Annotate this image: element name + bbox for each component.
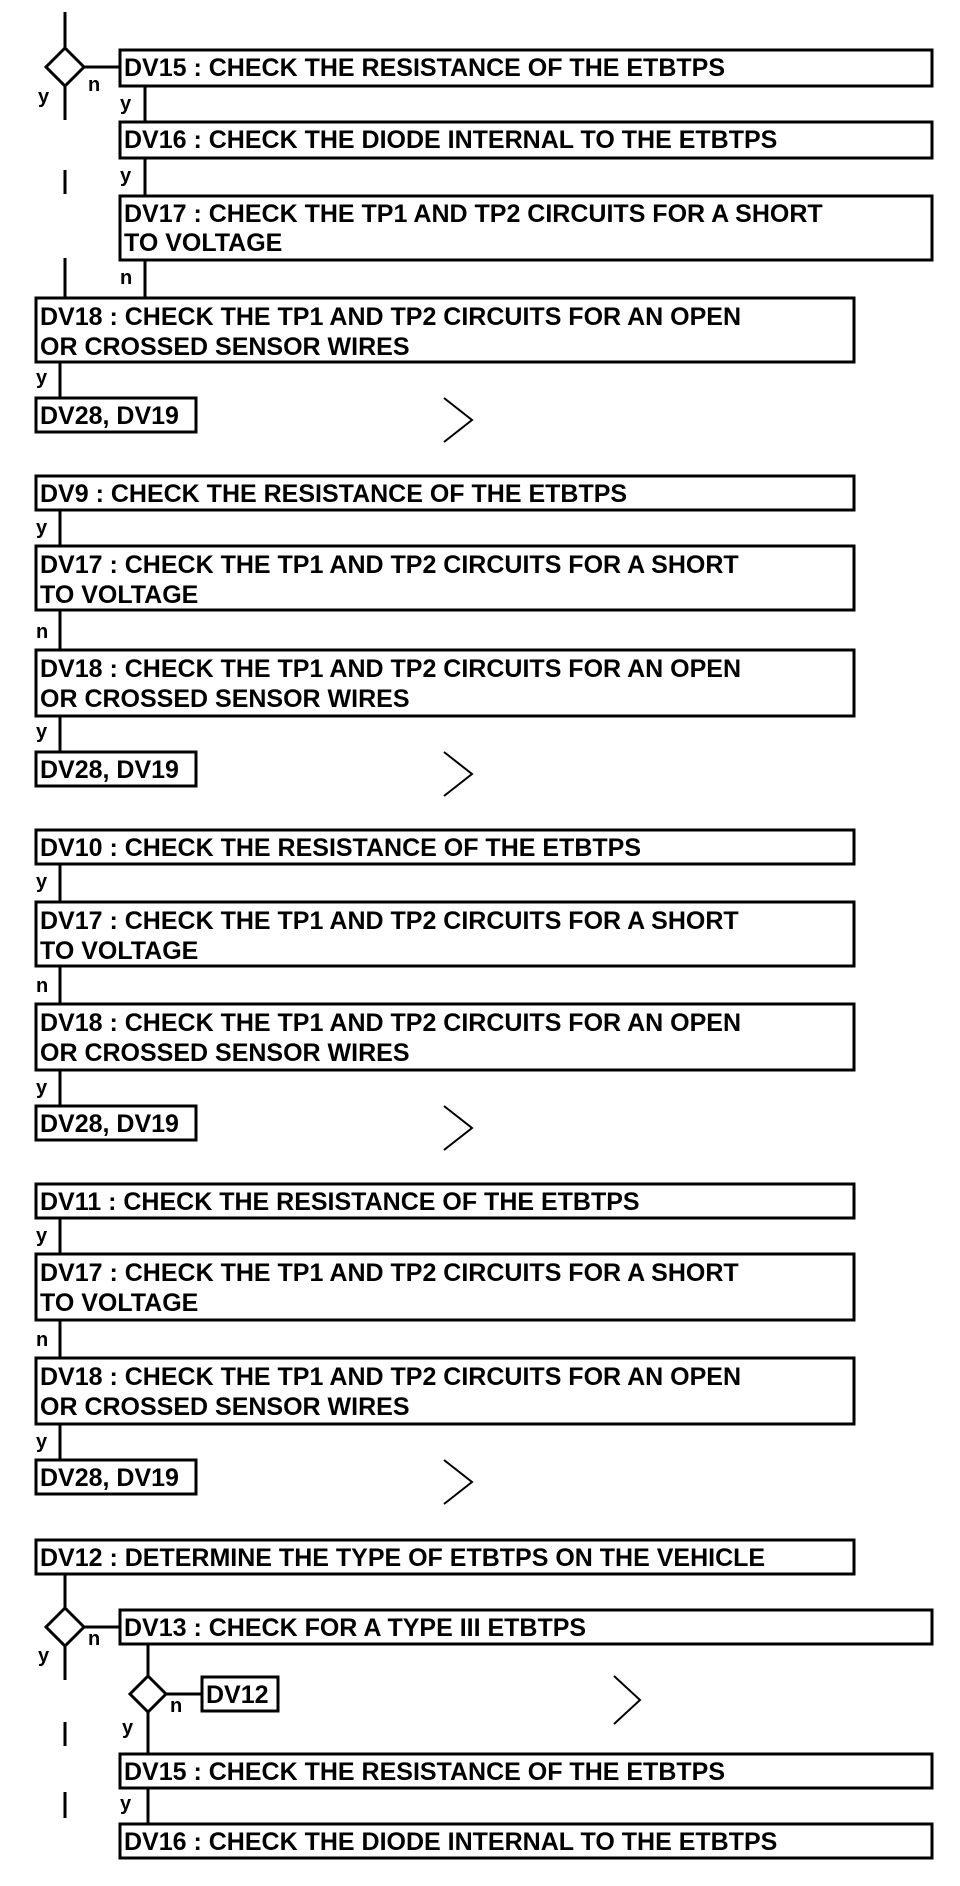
yes-label: y bbox=[36, 1225, 48, 1247]
step-label-dv17-line1: DV17 : CHECK THE TP1 AND TP2 CIRCUITS FO… bbox=[40, 1259, 739, 1287]
step-box-dv16 bbox=[118, 1822, 934, 1860]
step-label-dv17-line1: DV17 : CHECK THE TP1 AND TP2 CIRCUITS FO… bbox=[40, 551, 739, 579]
chevron-right-icon bbox=[443, 751, 474, 797]
end-box bbox=[34, 1104, 198, 1142]
block-2: DV9 : CHECK THE RESISTANCE OF THE ETBTPS… bbox=[34, 474, 856, 797]
step-box-dv10 bbox=[34, 828, 856, 866]
step-label-dv18-line1: DV18 : CHECK THE TP1 AND TP2 CIRCUITS FO… bbox=[40, 655, 741, 683]
no-label: n bbox=[170, 1695, 182, 1717]
step-box-dv11 bbox=[34, 1182, 856, 1220]
yes-label: y bbox=[36, 517, 48, 539]
no-label: n bbox=[36, 1329, 48, 1351]
end-box bbox=[34, 396, 198, 434]
step-box-dv18 bbox=[34, 1356, 856, 1426]
step-label-dv12: DV12 : DETERMINE THE TYPE OF ETBTPS ON T… bbox=[40, 1544, 765, 1572]
step-box-dv15 bbox=[118, 48, 934, 88]
step-box-dv18 bbox=[34, 1002, 856, 1072]
block-1: n y DV15 : CHECK THE RESISTANCE OF THE E… bbox=[34, 12, 934, 443]
step-label-dv18-line1: DV18 : CHECK THE TP1 AND TP2 CIRCUITS FO… bbox=[40, 303, 741, 331]
step-label-dv18-line1: DV18 : CHECK THE TP1 AND TP2 CIRCUITS FO… bbox=[40, 1009, 741, 1037]
end-label: DV28, DV19 bbox=[40, 1464, 179, 1492]
step-label-dv17-line2: TO VOLTAGE bbox=[40, 581, 198, 609]
step-box-dv16 bbox=[118, 120, 934, 160]
yes-label: y bbox=[120, 93, 132, 115]
decision-diamond bbox=[43, 1605, 87, 1649]
yes-label: y bbox=[38, 1645, 50, 1667]
no-label: n bbox=[120, 267, 132, 289]
step-label-dv11: DV11 : CHECK THE RESISTANCE OF THE ETBTP… bbox=[40, 1188, 640, 1216]
step-box-dv17 bbox=[34, 544, 856, 612]
step-label-dv9: DV9 : CHECK THE RESISTANCE OF THE ETBTPS bbox=[40, 480, 627, 508]
no-label: n bbox=[36, 621, 48, 643]
step-label-dv16: DV16 : CHECK THE DIODE INTERNAL TO THE E… bbox=[124, 1828, 777, 1856]
yes-label: y bbox=[36, 1431, 48, 1453]
block-5: DV12 : DETERMINE THE TYPE OF ETBTPS ON T… bbox=[34, 1538, 934, 1860]
yes-label: y bbox=[36, 1077, 48, 1099]
ref-label-dv12: DV12 bbox=[206, 1681, 269, 1709]
yes-label: y bbox=[38, 86, 50, 108]
step-label-dv17-line1: DV17 : CHECK THE TP1 AND TP2 CIRCUITS FO… bbox=[124, 200, 823, 228]
chevron-right-icon bbox=[443, 397, 474, 443]
no-label: n bbox=[88, 1628, 100, 1650]
step-label-dv15: DV15 : CHECK THE RESISTANCE OF THE ETBTP… bbox=[124, 54, 725, 82]
step-box-dv13 bbox=[118, 1608, 934, 1646]
step-label-dv15: DV15 : CHECK THE RESISTANCE OF THE ETBTP… bbox=[124, 1758, 725, 1786]
yes-label: y bbox=[36, 721, 48, 743]
step-box-dv17 bbox=[118, 194, 934, 262]
yes-label: y bbox=[122, 1717, 134, 1739]
step-box-dv12 bbox=[34, 1538, 856, 1576]
step-box-dv18 bbox=[34, 648, 856, 718]
decision-diamond bbox=[43, 45, 87, 89]
step-label-dv18-line2: OR CROSSED SENSOR WIRES bbox=[40, 1393, 410, 1421]
no-label: n bbox=[88, 74, 100, 96]
step-box-dv9 bbox=[34, 474, 856, 512]
yes-label: y bbox=[120, 1793, 132, 1815]
block-4: DV11 : CHECK THE RESISTANCE OF THE ETBTP… bbox=[34, 1182, 856, 1505]
step-label-dv17-line2: TO VOLTAGE bbox=[40, 937, 198, 965]
chevron-right-icon bbox=[443, 1105, 474, 1151]
step-label-dv18-line2: OR CROSSED SENSOR WIRES bbox=[40, 685, 410, 713]
yes-label: y bbox=[120, 165, 132, 187]
step-label-dv17-line1: DV17 : CHECK THE TP1 AND TP2 CIRCUITS FO… bbox=[40, 907, 739, 935]
step-box-dv18 bbox=[34, 296, 856, 364]
step-label-dv16: DV16 : CHECK THE DIODE INTERNAL TO THE E… bbox=[124, 126, 777, 154]
step-label-dv18-line1: DV18 : CHECK THE TP1 AND TP2 CIRCUITS FO… bbox=[40, 1363, 741, 1391]
chevron-right-icon bbox=[613, 1675, 642, 1725]
yes-label: y bbox=[36, 871, 48, 893]
end-label: DV28, DV19 bbox=[40, 402, 179, 430]
step-label-dv17-line2: TO VOLTAGE bbox=[124, 229, 282, 257]
step-label-dv18-line2: OR CROSSED SENSOR WIRES bbox=[40, 1039, 410, 1067]
end-label: DV28, DV19 bbox=[40, 756, 179, 784]
step-label-dv17-line2: TO VOLTAGE bbox=[40, 1289, 198, 1317]
ref-box-dv12 bbox=[200, 1675, 280, 1713]
step-label-dv18-line2: OR CROSSED SENSOR WIRES bbox=[40, 333, 410, 361]
step-label-dv13: DV13 : CHECK FOR A TYPE III ETBTPS bbox=[124, 1614, 586, 1642]
step-label-dv10: DV10 : CHECK THE RESISTANCE OF THE ETBTP… bbox=[40, 834, 641, 862]
chevron-right-icon bbox=[443, 1459, 474, 1505]
yes-label: y bbox=[36, 367, 48, 389]
end-label: DV28, DV19 bbox=[40, 1110, 179, 1138]
step-box-dv17 bbox=[34, 900, 856, 968]
step-box-dv17 bbox=[34, 1252, 856, 1322]
decision-diamond bbox=[127, 1673, 169, 1715]
no-label: n bbox=[36, 975, 48, 997]
end-box bbox=[34, 750, 198, 788]
step-box-dv15 bbox=[118, 1752, 934, 1790]
block-3: DV10 : CHECK THE RESISTANCE OF THE ETBTP… bbox=[34, 828, 856, 1151]
end-box bbox=[34, 1458, 198, 1496]
